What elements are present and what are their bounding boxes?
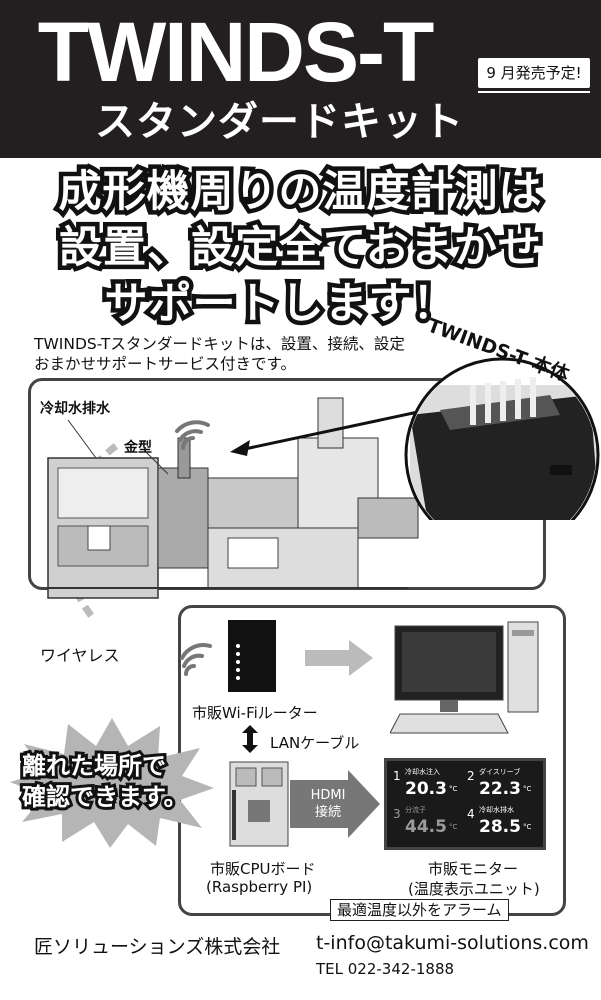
contact-email[interactable]: t-info@takumi-solutions.com: [316, 932, 589, 954]
cell-4-value: 28.5: [479, 817, 521, 837]
intro-line-1: TWINDS-Tスタンダードキットは、設置、接続、設定: [34, 335, 405, 353]
molding-machine-illustration: [47, 397, 419, 618]
cell-1-value: 20.3: [405, 779, 447, 799]
intro-line-2: おまかせサポートサービス付きです。: [34, 355, 296, 373]
headline-line-2: 設置、設定全ておまかせ: [55, 219, 546, 278]
router-label: 市販Wi-Fiルーター: [192, 704, 318, 722]
mold-label: 金型: [124, 440, 152, 456]
desktop-pc: [390, 621, 539, 734]
wifi-icon: [180, 643, 212, 676]
wireless-label: ワイヤレス: [40, 646, 120, 665]
cell-4-number: 4: [467, 807, 475, 821]
contact-phone: TEL 022-342-1888: [316, 960, 455, 978]
monitor-label-line-2: (温度表示ユニット): [408, 880, 540, 898]
badge-underline: [478, 91, 590, 93]
router-leds: [236, 644, 240, 680]
cpu-board: [229, 761, 289, 847]
hdmi-arrow: [290, 770, 380, 838]
device-inset: [404, 357, 600, 520]
cell-4-name: 冷却水排水: [479, 806, 514, 814]
hdmi-label-line-1: HDMI: [310, 788, 346, 803]
monitor-label-line-1: 市販モニター: [428, 860, 519, 878]
product-title: TWINDS-T: [37, 5, 435, 99]
cell-1-unit: °C: [449, 785, 458, 793]
cell-3-number: 3: [393, 807, 401, 821]
headline-line-3: サポートします！: [100, 275, 460, 334]
cell-3-unit: °C: [449, 823, 458, 831]
cell-2-unit: °C: [523, 785, 532, 793]
cell-2-number: 2: [467, 769, 475, 783]
lan-arrow: [242, 725, 258, 753]
cpu-label-line-2: (Raspberry PI): [206, 878, 313, 896]
drain-label: 冷却水排水: [40, 401, 110, 417]
hdmi-label-line-2: 接続: [314, 805, 341, 820]
cell-1-number: 1: [393, 769, 401, 783]
alarm-label: 最適温度以外をアラーム: [330, 899, 509, 921]
cell-2-name: ダイスリーブ: [479, 768, 521, 776]
burst-line-1: 離れた場所で: [19, 749, 169, 783]
burst-line-2: 確認できます。: [19, 780, 191, 814]
starburst-callout: [10, 718, 214, 848]
cell-4-unit: °C: [523, 823, 532, 831]
hdmi-label: HDMI 接続: [300, 787, 356, 821]
product-subtitle: スタンダードキット: [95, 99, 464, 145]
release-badge: 9 月発売予定!: [478, 58, 590, 88]
display-cell-2: 2 ダイスリーブ 22.3 °C: [467, 767, 535, 801]
display-cell-4: 4 冷却水排水 28.5 °C: [467, 805, 535, 839]
arrow-to-pc: [305, 640, 373, 676]
cell-1-name: 冷却水注入: [405, 768, 440, 776]
display-cell-1: 1 冷却水注入 20.3 °C: [393, 767, 461, 801]
cell-2-value: 22.3: [479, 779, 521, 799]
display-cell-3: 3 分流子 44.5 °C: [393, 805, 461, 839]
cpu-label-line-1: 市販CPUボード: [210, 860, 316, 878]
monitor: 1 冷却水注入 20.3 °C 2 ダイスリーブ 22.3 °C 3 分流子 4…: [384, 758, 546, 850]
company-name: 匠ソリューションズ株式会社: [34, 936, 281, 958]
wifi-router: [228, 620, 276, 692]
lan-label: LANケーブル: [270, 734, 360, 752]
cell-3-value: 44.5: [405, 817, 447, 837]
headline-line-1: 成形機周りの温度計測は: [54, 163, 546, 222]
cell-3-name: 分流子: [405, 806, 426, 814]
